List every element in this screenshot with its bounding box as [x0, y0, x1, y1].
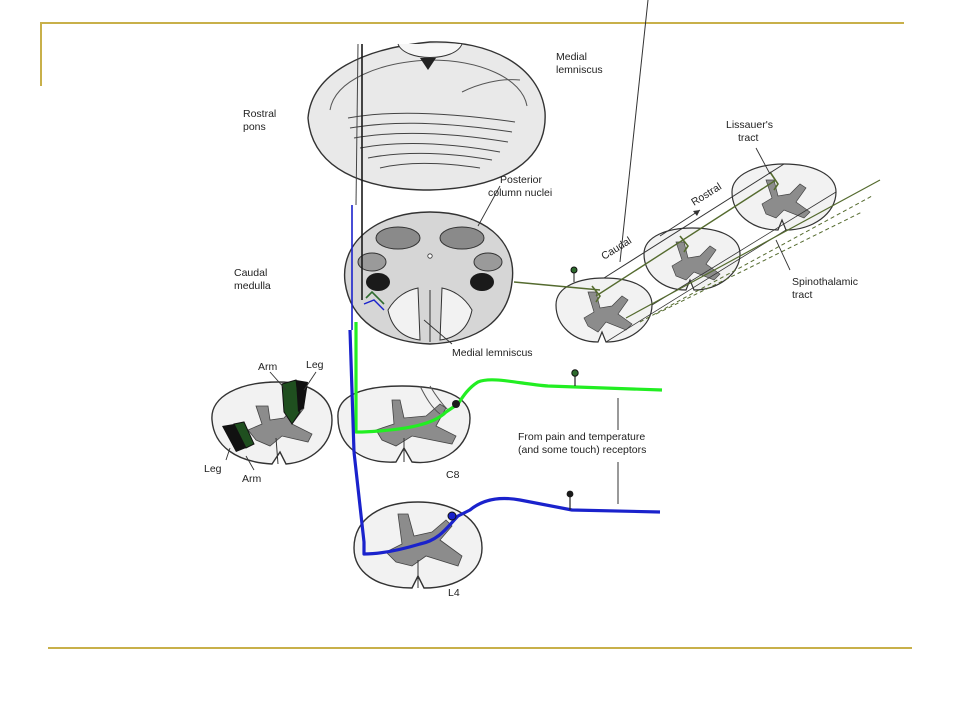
cord-segment-caudal — [555, 277, 653, 343]
label-spinothalamic-tract-line1: Spinothalamic — [792, 276, 858, 288]
frame-top-rule — [40, 22, 904, 24]
caudal-medulla-section — [343, 211, 514, 345]
label-medial-lemniscus-bottom: Medial lemniscus — [452, 347, 533, 359]
label-receptors-line1: From pain and temperature — [518, 431, 645, 443]
label-caudal: Caudal — [599, 235, 634, 263]
rostral-pons-section — [307, 41, 546, 191]
frame-bottom-rule — [48, 647, 912, 649]
label-arm-bottom: Arm — [242, 473, 262, 485]
c8-pain-pathway — [354, 322, 663, 434]
frame-left-rule — [40, 22, 42, 86]
label-rostral-pons-line1: Rostral — [243, 108, 276, 120]
label-rostral: Rostral — [689, 181, 724, 209]
c8-cord-section — [337, 385, 471, 464]
label-caudal-medulla-line2: medulla — [234, 280, 271, 292]
label-posterior-column-nuclei-line1: Posterior — [500, 174, 543, 186]
label-spinothalamic-tract-line2: tract — [792, 289, 813, 301]
lissauer-cord-series — [423, 0, 881, 345]
label-leg-top: Leg — [306, 359, 324, 371]
ascending-fibers — [351, 43, 363, 330]
label-posterior-column-nuclei-line2: column nuclei — [488, 187, 552, 199]
l4-pain-pathway — [348, 329, 661, 556]
cord-segment-rostral — [731, 163, 837, 231]
somatotopy-cross-section — [211, 371, 333, 471]
label-lissauers-tract-line2: tract — [738, 132, 759, 144]
label-medial-lemniscus-top-line1: Medial — [556, 51, 587, 63]
label-caudal-medulla-line1: Caudal — [234, 267, 267, 279]
label-medial-lemniscus-top-line2: lemniscus — [556, 64, 603, 76]
label-rostral-pons-line2: pons — [243, 121, 266, 133]
label-l4: L4 — [448, 587, 460, 599]
label-c8: C8 — [446, 469, 460, 481]
label-arm-top: Arm — [258, 361, 278, 373]
label-leg-bottom: Leg — [204, 463, 222, 475]
label-lissauers-tract-line1: Lissauer's — [726, 119, 773, 131]
label-receptors-line2: (and some touch) receptors — [518, 444, 646, 456]
